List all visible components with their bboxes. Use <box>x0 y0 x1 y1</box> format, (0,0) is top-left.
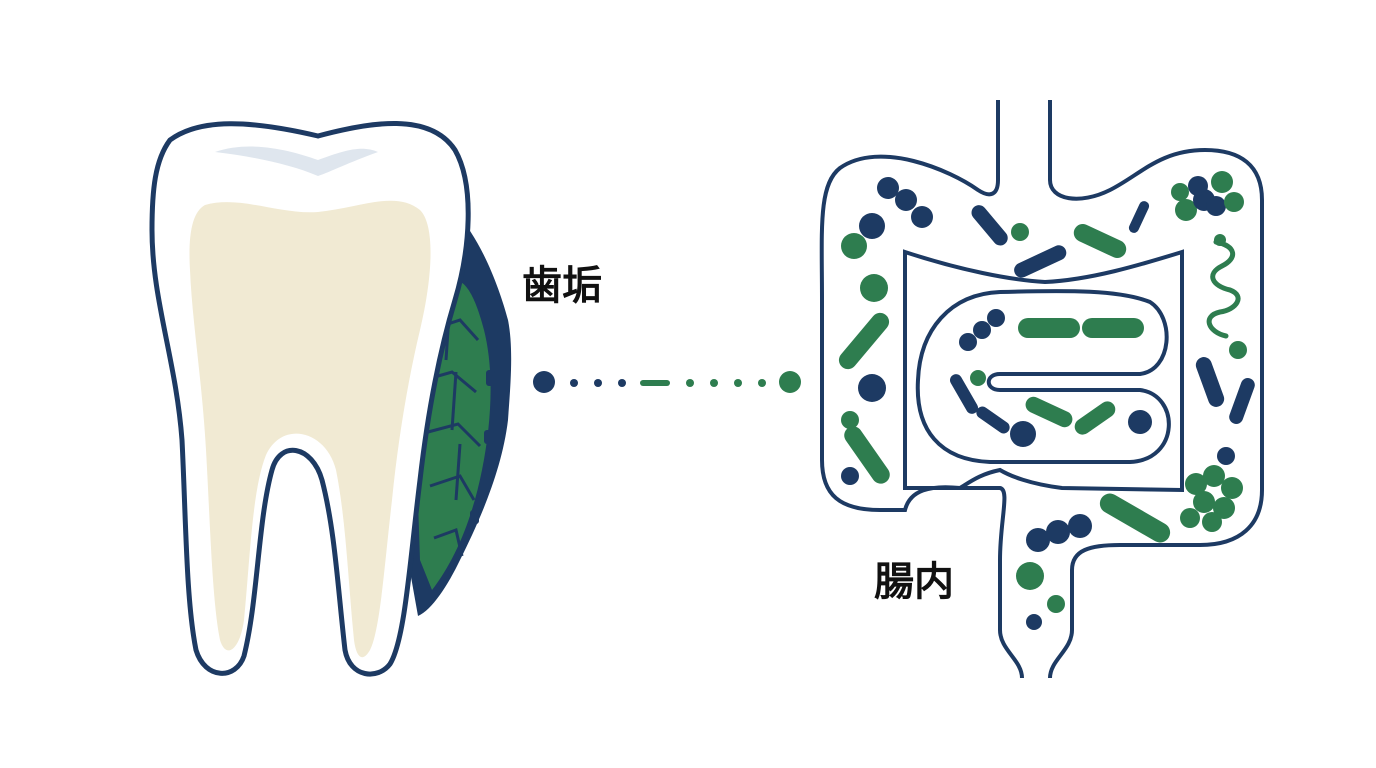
intestine-icon <box>819 100 1264 679</box>
gut-label: 腸内 <box>874 559 954 605</box>
gut-bacteria-cluster-bottom <box>1180 465 1243 532</box>
intestine-coil <box>915 289 1171 464</box>
gut-bacteria-cluster-top <box>1171 171 1244 221</box>
dotted-connector-icon <box>533 371 801 393</box>
tooth-crown-highlight <box>215 146 378 176</box>
plaque-label: 歯垢 <box>522 263 602 309</box>
tooth-icon <box>149 120 512 677</box>
gut-bacteria-cells <box>838 171 1255 630</box>
plaque-bacteria-dashes <box>470 330 498 524</box>
intestine-inner-loop <box>903 249 1184 493</box>
intestine-outline <box>819 100 1264 679</box>
plaque-bacteria-cells <box>423 299 482 557</box>
tooth-dentin <box>189 200 431 658</box>
